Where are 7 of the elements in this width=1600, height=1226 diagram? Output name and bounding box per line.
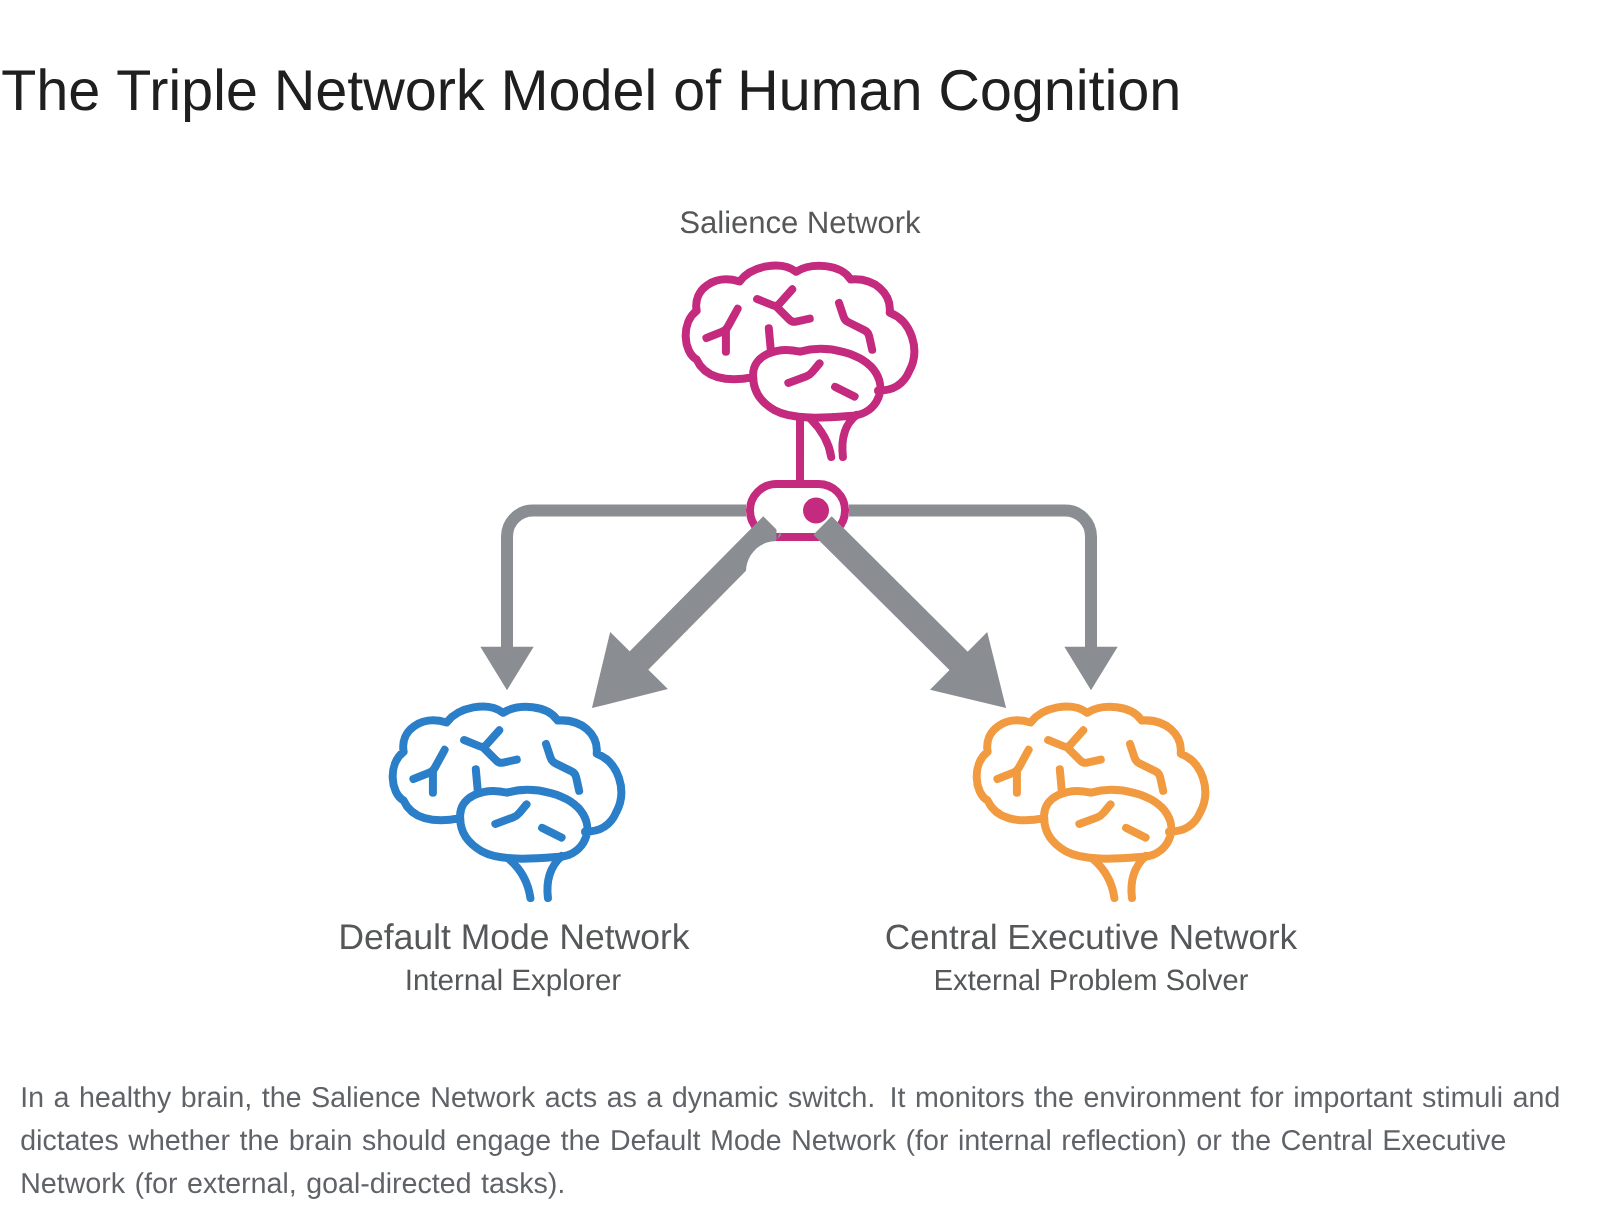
network-label: Salience Network [680,210,921,234]
title: The Triple Network Model of Human Cognition [2,68,1178,122]
role-label: External Problem Solver [936,968,1248,991]
network-label: Central Executive Network [886,923,1298,950]
network-label: Default Mode Network [341,923,690,950]
role-label: Internal Explorer [407,968,621,997]
caption: In a healthy brain, the Salience Network acts as a dynamic switch. It monitors the environment for important stimuli and dictates whether the brain should engage the Default Mode Network (for internal reflection) or the Central Executive Network (for external, goal-directed tasks). [21,1086,1559,1199]
